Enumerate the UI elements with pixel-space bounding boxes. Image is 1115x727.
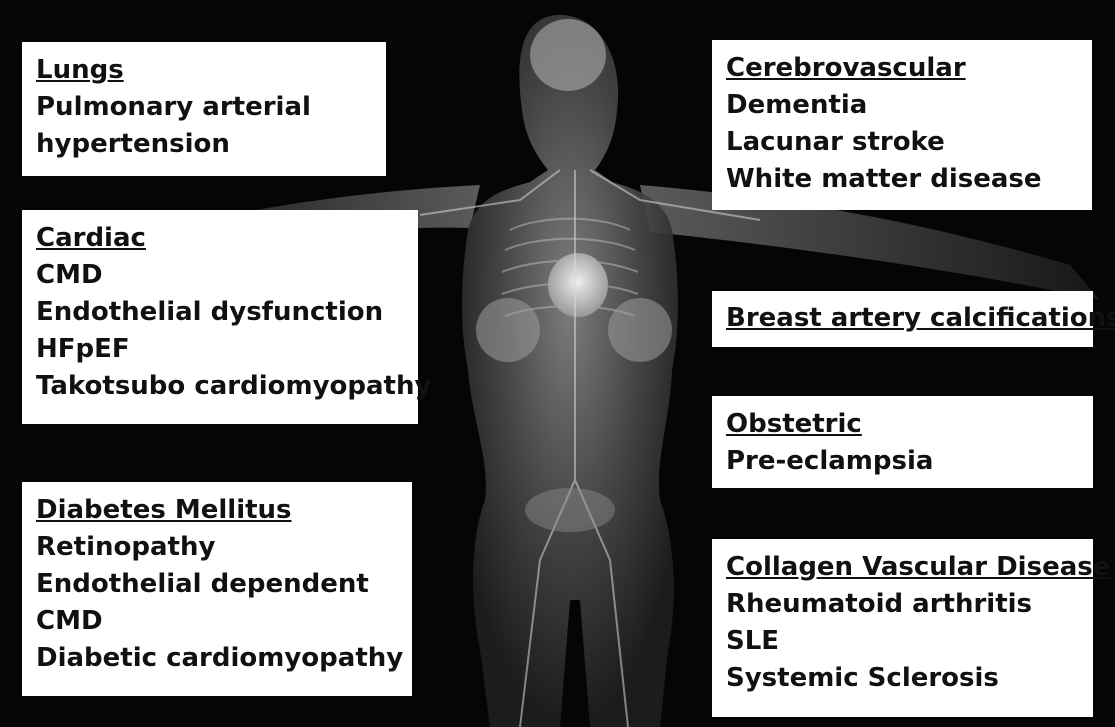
- box-lungs: Lungs Pulmonary arterial hypertension: [22, 42, 386, 176]
- body-silhouette: [462, 15, 678, 727]
- right-breast-shape: [608, 298, 672, 362]
- lungs-title: Lungs: [36, 52, 386, 89]
- obstetric-title: Obstetric: [726, 406, 1093, 443]
- diabetes-item: Diabetic cardiomyopathy: [36, 640, 412, 677]
- diabetes-item: CMD: [36, 603, 412, 640]
- collagen-item: SLE: [726, 623, 1093, 660]
- brain-shape: [530, 19, 606, 91]
- collagen-title: Collagen Vascular Disease: [726, 549, 1093, 586]
- diabetes-item: Endothelial dependent: [36, 566, 412, 603]
- lungs-item: Pulmonary arterial: [36, 89, 386, 126]
- lungs-item: hypertension: [36, 126, 386, 163]
- diabetes-item: Retinopathy: [36, 529, 412, 566]
- cardiac-item: Takotsubo cardiomyopathy: [36, 368, 418, 405]
- heart-shape: [548, 253, 608, 317]
- left-breast-shape: [476, 298, 540, 362]
- box-collagen-vascular: Collagen Vascular Disease Rheumatoid art…: [712, 539, 1093, 717]
- box-obstetric: Obstetric Pre-eclampsia: [712, 396, 1093, 488]
- box-cerebrovascular: Cerebrovascular Dementia Lacunar stroke …: [712, 40, 1092, 210]
- diabetes-title: Diabetes Mellitus: [36, 492, 412, 529]
- cardiac-title: Cardiac: [36, 220, 418, 257]
- cerebrovascular-item: Dementia: [726, 87, 1092, 124]
- cardiac-item: HFpEF: [36, 331, 418, 368]
- obstetric-item: Pre-eclampsia: [726, 443, 1093, 480]
- cerebrovascular-item: White matter disease: [726, 161, 1092, 198]
- cerebrovascular-item: Lacunar stroke: [726, 124, 1092, 161]
- pelvis-shape: [525, 488, 615, 532]
- cerebrovascular-title: Cerebrovascular: [726, 50, 1092, 87]
- box-cardiac: Cardiac CMD Endothelial dysfunction HFpE…: [22, 210, 418, 424]
- collagen-item: Rheumatoid arthritis: [726, 586, 1093, 623]
- box-diabetes: Diabetes Mellitus Retinopathy Endothelia…: [22, 482, 412, 696]
- collagen-item: Systemic Sclerosis: [726, 660, 1093, 697]
- breast-title: Breast artery calcifications: [726, 300, 1093, 337]
- cardiac-item: Endothelial dysfunction: [36, 294, 418, 331]
- cardiac-item: CMD: [36, 257, 418, 294]
- box-breast-artery: Breast artery calcifications: [712, 291, 1093, 347]
